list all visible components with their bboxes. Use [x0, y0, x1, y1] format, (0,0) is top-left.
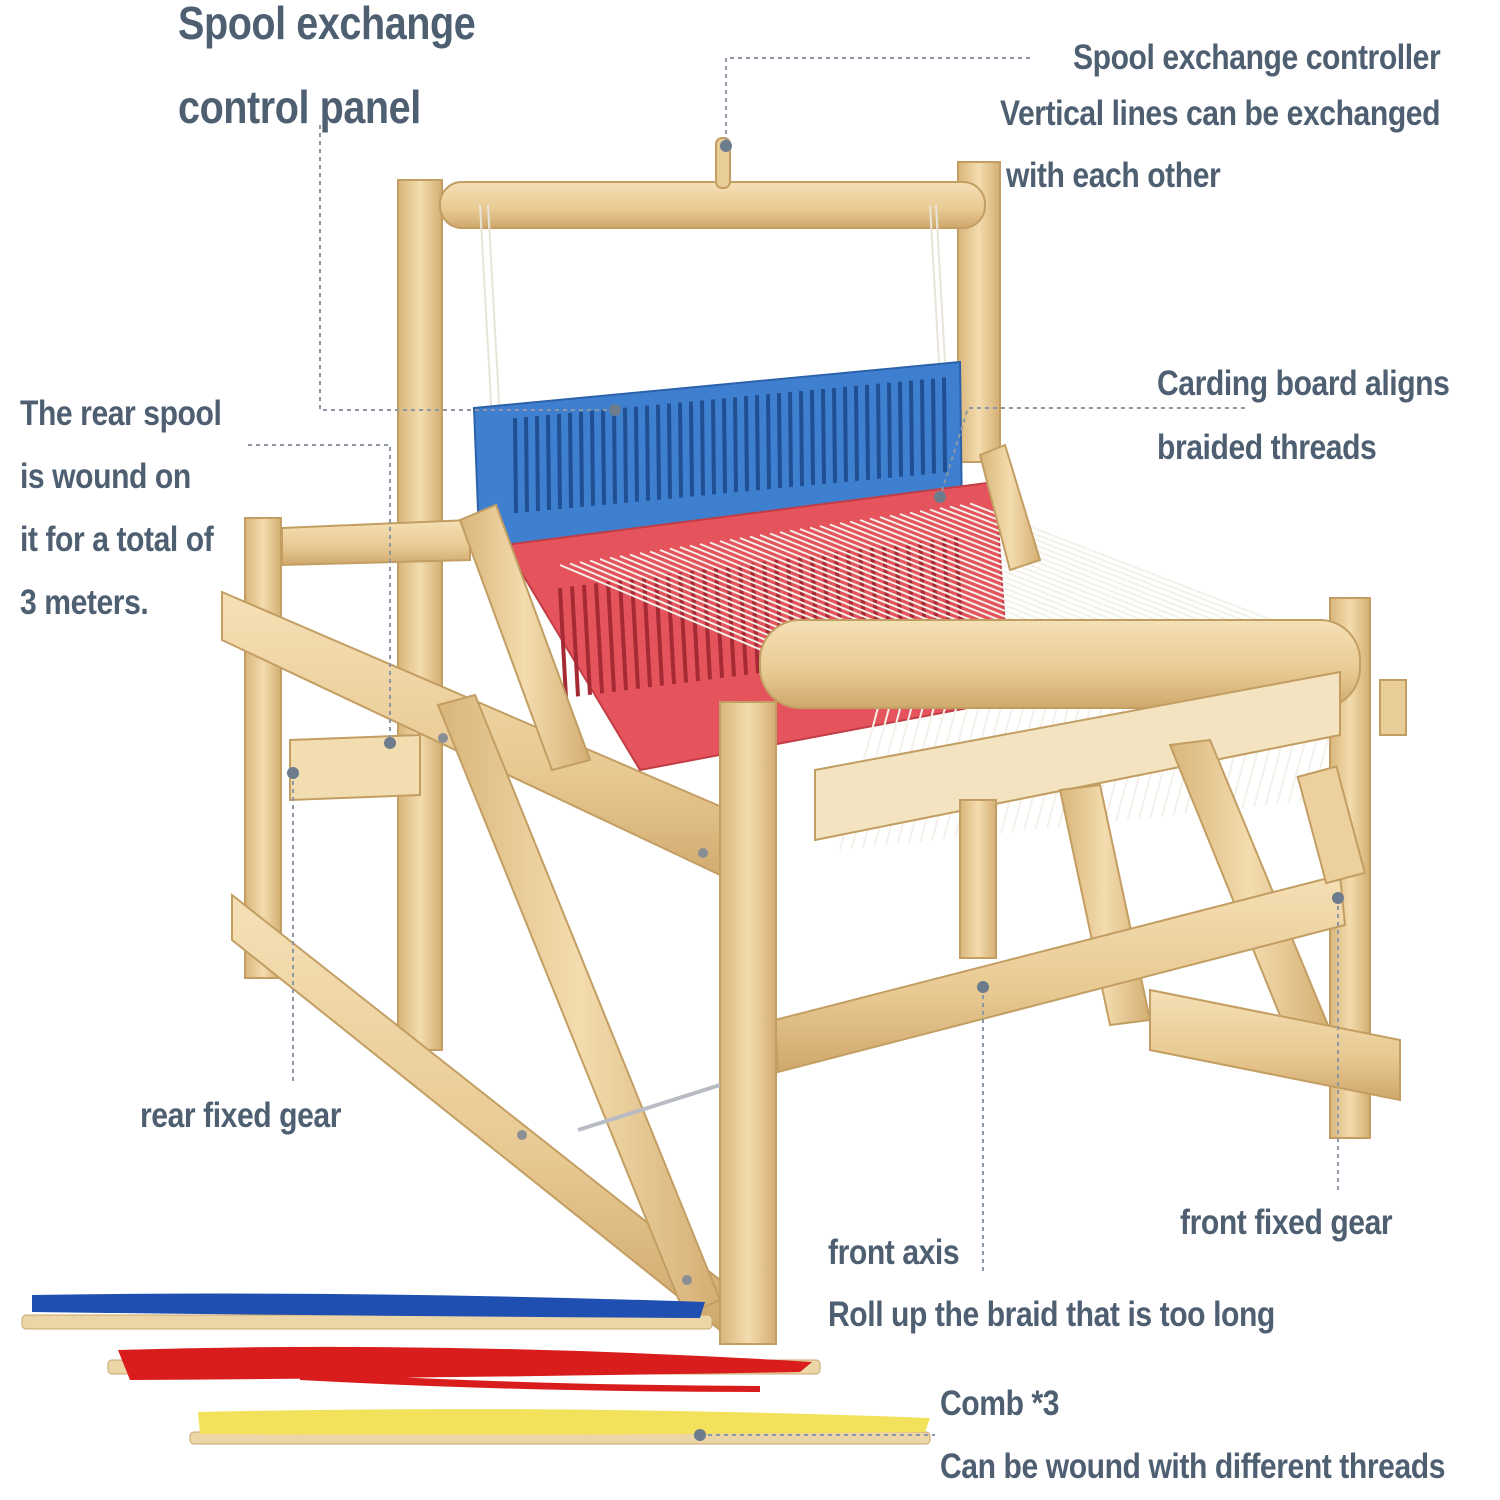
- panel-title-line1: Spool exchange: [178, 0, 476, 49]
- rear-spool-label-line4: 3 meters.: [20, 583, 149, 622]
- comb-label-line2: Can be wound with different threads: [940, 1447, 1446, 1486]
- cloth-beam: [814, 670, 1341, 842]
- controller-label-line1: Spool exchange controller: [1073, 38, 1441, 77]
- rear-spool-label-line2: is wound on: [20, 457, 191, 496]
- shuttle-combs: [21, 1293, 931, 1445]
- panel-title-line2: control panel: [178, 81, 421, 133]
- comb-label-line1: Comb *3: [940, 1384, 1060, 1423]
- red-shuttle: [107, 1346, 821, 1392]
- carding-label-line1: Carding board aligns: [1157, 364, 1450, 403]
- carding-label-line2: braided threads: [1157, 428, 1377, 467]
- front-right-frame: [759, 597, 1407, 1139]
- yellow-shuttle: [189, 1409, 931, 1445]
- leader-lines: [248, 57, 1339, 1436]
- top-spool-bar: [439, 181, 986, 229]
- leader-dots: [287, 140, 1344, 1441]
- rear-spool-label-line3: it for a total of: [20, 520, 214, 559]
- front-axis-label-line1: front axis: [828, 1233, 960, 1272]
- front-gear-block: [1296, 765, 1367, 885]
- controller-label-line3: with each other: [1006, 156, 1221, 195]
- front-top-beam: [759, 619, 1361, 709]
- rear-spool: [289, 733, 421, 802]
- rear-gear-label: rear fixed gear: [140, 1096, 342, 1135]
- front-left-frame: [436, 693, 777, 1345]
- front-axis-label-line2: Roll up the braid that is too long: [828, 1295, 1275, 1334]
- heddle-threads: [479, 204, 947, 421]
- blue-shuttle: [21, 1293, 713, 1330]
- controller-label-line2: Vertical lines can be exchanged: [1000, 94, 1441, 133]
- rear-spool-label-line1: The rear spool: [20, 394, 222, 433]
- front-gear-label: front fixed gear: [1180, 1203, 1393, 1242]
- board-support: [458, 503, 592, 772]
